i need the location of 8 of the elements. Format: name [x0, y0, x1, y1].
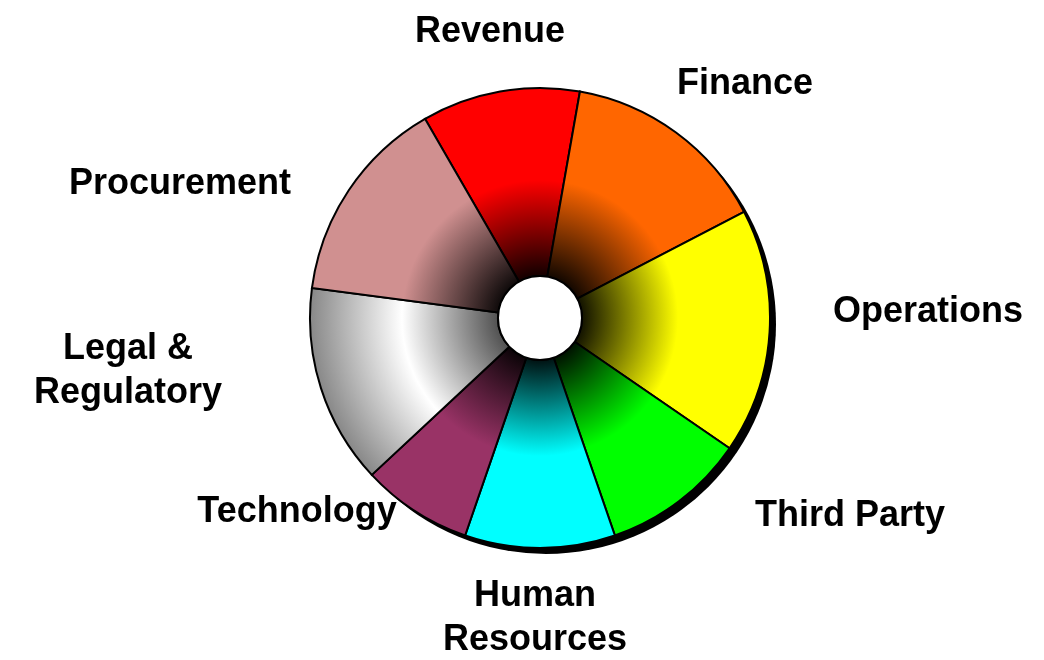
- segment-label: Legal & Regulatory: [8, 325, 248, 413]
- segment-label: Operations: [812, 288, 1044, 332]
- segment-label: Human Resources: [420, 572, 650, 660]
- segment-label: Procurement: [40, 160, 320, 204]
- segment-label: Third Party: [730, 492, 970, 536]
- segment-label: Technology: [172, 488, 422, 532]
- segment-label: Finance: [650, 60, 840, 104]
- segment-label: Revenue: [390, 8, 590, 52]
